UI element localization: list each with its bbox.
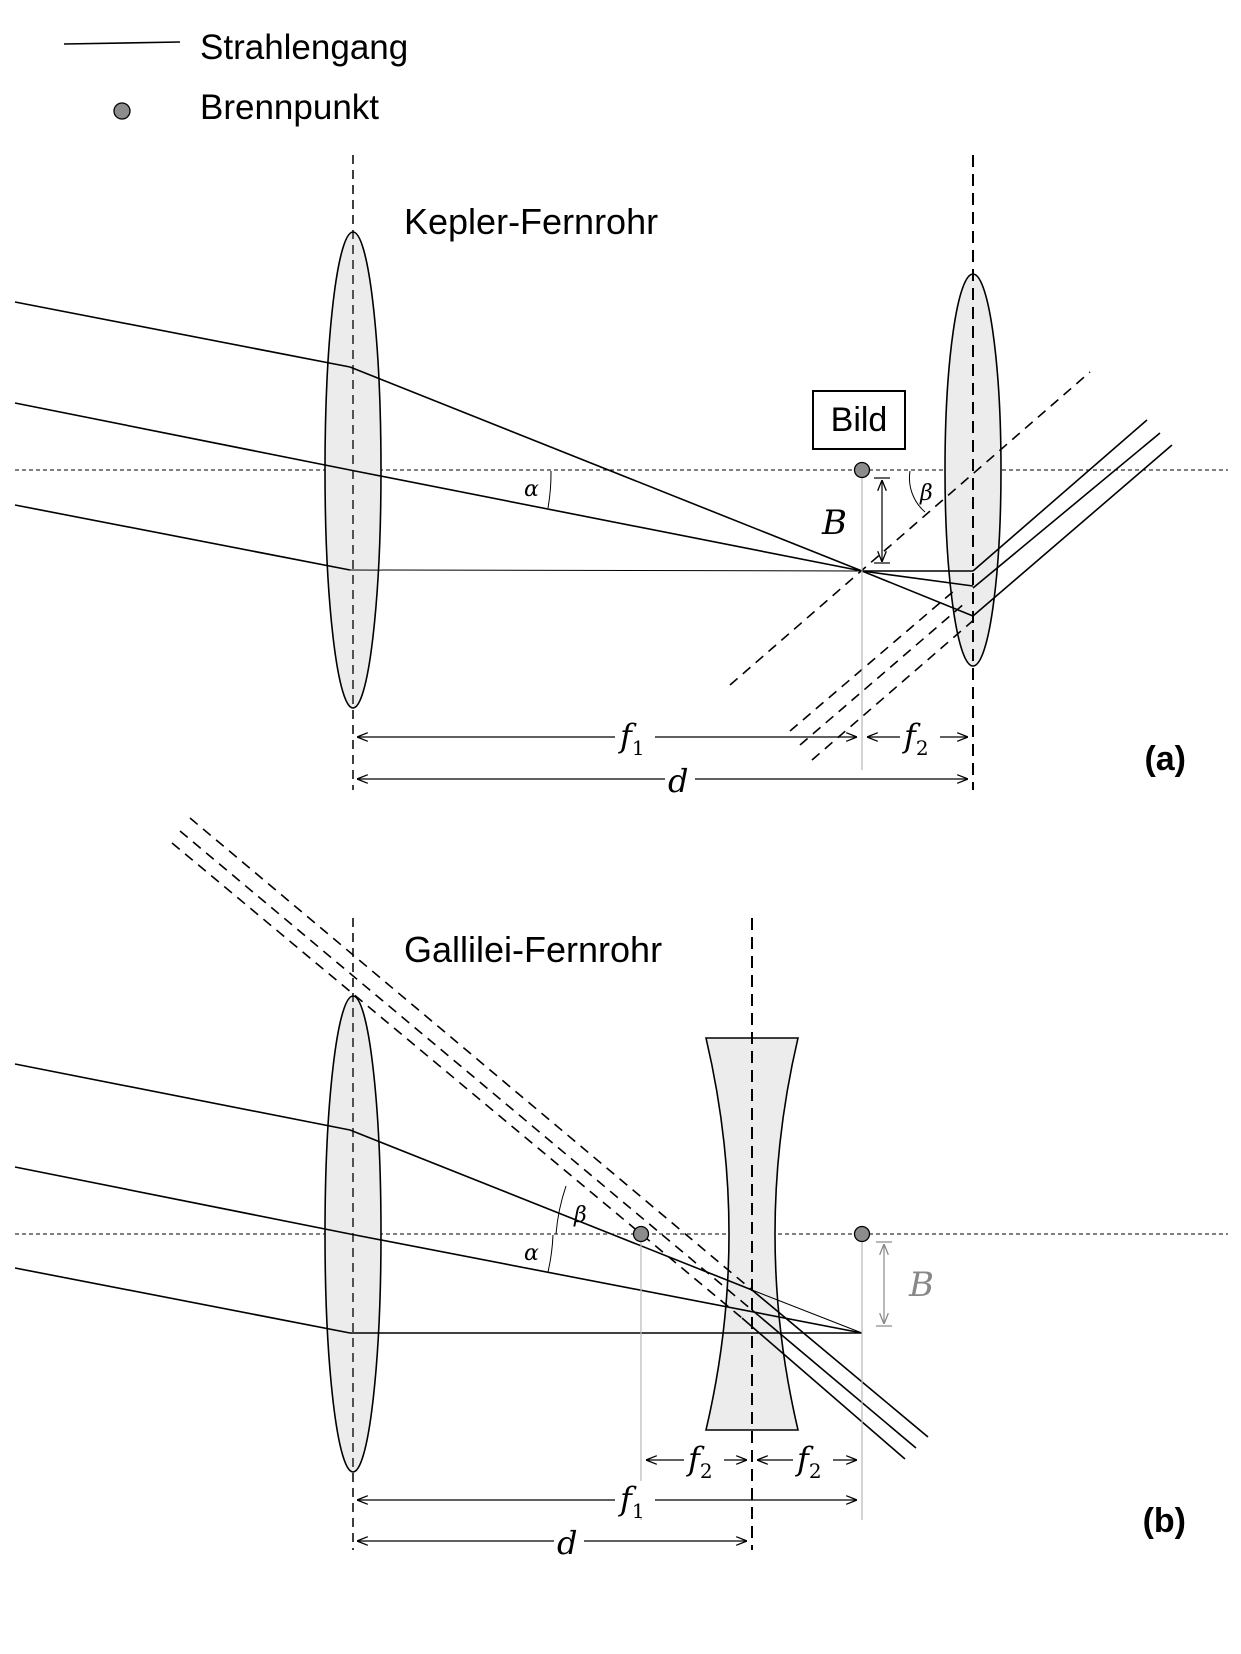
panel-b-title: Gallilei-Fernrohr [404, 929, 662, 970]
panel-a-tag: (a) [1144, 740, 1186, 778]
d-label-b: d [557, 1524, 577, 1562]
image-label-box [812, 390, 906, 450]
legend-focus-marker [113, 102, 131, 120]
image-height-label-a: B [821, 503, 847, 543]
angle-alpha-arc-b [547, 1234, 554, 1273]
d-label-a: d [668, 762, 688, 800]
legend-focus-label: Brennpunkt [200, 88, 379, 127]
image-label: Bild [831, 401, 888, 439]
focal-point-a [853, 461, 871, 479]
angle-beta-arc-b [555, 1185, 567, 1235]
angle-beta-label-a: β [919, 481, 933, 506]
image-height-label-b: B [908, 1265, 934, 1305]
legend: Strahlengang Brennpunkt [63, 28, 408, 127]
angle-alpha-label-b: α [524, 1241, 539, 1266]
angle-beta-label-b: β [573, 1203, 587, 1228]
angle-alpha-arc-a [547, 470, 552, 509]
legend-ray-sample [63, 41, 181, 45]
focal-point-b-left [632, 1225, 650, 1243]
legend-ray-label: Strahlengang [200, 28, 408, 67]
panel-b-galilei: B β α Gallilei-Fernrohr f2 f2 f1 d (b) [14, 817, 1228, 1562]
focal-point-b-right [853, 1225, 871, 1243]
panel-b-tag: (b) [1143, 1502, 1186, 1540]
panel-a-title: Kepler-Fernrohr [404, 201, 658, 242]
panel-a-kepler: B α β Bild Kepler-Fernrohr f1 f2 d (a) [14, 155, 1228, 800]
angle-beta-arc-a [908, 470, 926, 513]
angle-alpha-label-a: α [524, 477, 539, 502]
